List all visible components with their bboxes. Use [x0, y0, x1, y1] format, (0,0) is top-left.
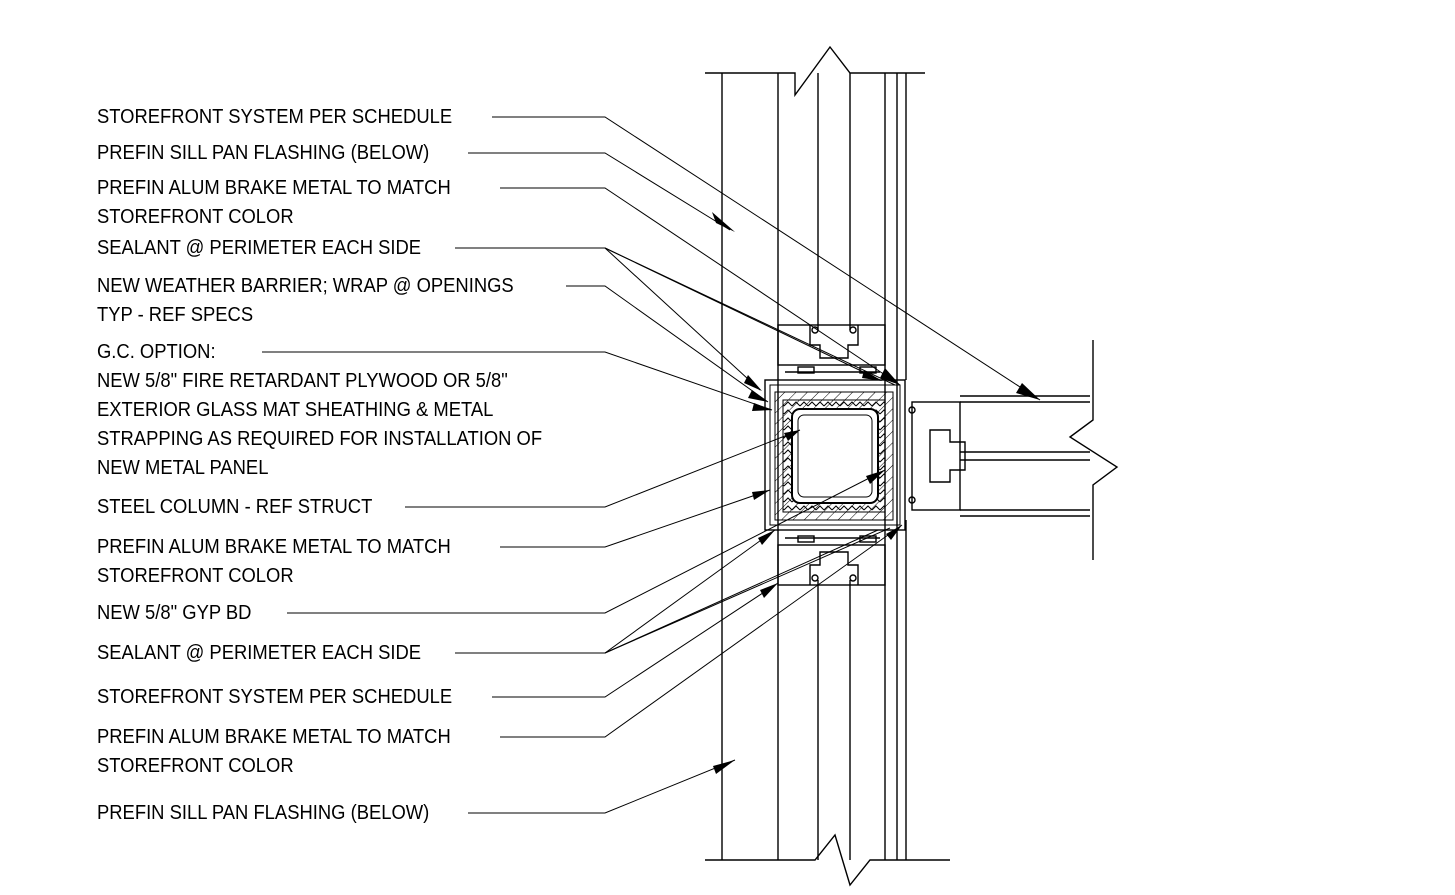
note-gc-option: G.C. OPTION: NEW 5/8" FIRE RETARDANT PLY…	[97, 338, 542, 483]
note-line: PREFIN SILL PAN FLASHING (BELOW)	[97, 142, 430, 164]
note-line: EXTERIOR GLASS MAT SHEATHING & METAL	[97, 399, 494, 421]
note-sill-pan-flashing-upper: PREFIN SILL PAN FLASHING (BELOW)	[97, 139, 429, 168]
note-line: STOREFRONT COLOR	[97, 206, 294, 228]
note-line: PREFIN ALUM BRAKE METAL TO MATCH	[97, 177, 451, 199]
note-line: NEW 5/8" FIRE RETARDANT PLYWOOD OR 5/8"	[97, 370, 508, 392]
note-line: NEW METAL PANEL	[97, 457, 269, 479]
note-sill-pan-flashing-lower: PREFIN SILL PAN FLASHING (BELOW)	[97, 799, 429, 828]
note-line: STOREFRONT SYSTEM PER SCHEDULE	[97, 106, 453, 128]
note-brake-metal-lower: PREFIN ALUM BRAKE METAL TO MATCH STOREFR…	[97, 723, 451, 781]
leader-arrowheads	[712, 212, 1040, 774]
note-line: NEW WEATHER BARRIER; WRAP @ OPENINGS	[97, 275, 514, 297]
note-line: STRAPPING AS REQUIRED FOR INSTALLATION O…	[97, 428, 543, 450]
note-weather-barrier: NEW WEATHER BARRIER; WRAP @ OPENINGS TYP…	[97, 272, 514, 330]
note-line: PREFIN SILL PAN FLASHING (BELOW)	[97, 802, 430, 824]
note-line: STOREFRONT SYSTEM PER SCHEDULE	[97, 686, 453, 708]
note-line: SEALANT @ PERIMETER EACH SIDE	[97, 642, 422, 664]
note-brake-metal-upper: PREFIN ALUM BRAKE METAL TO MATCH STOREFR…	[97, 174, 451, 232]
note-line: TYP - REF SPECS	[97, 304, 254, 326]
note-brake-metal-middle: PREFIN ALUM BRAKE METAL TO MATCH STOREFR…	[97, 533, 451, 591]
note-line: STEEL COLUMN - REF STRUCT	[97, 496, 373, 518]
leader-lines	[262, 116, 1041, 814]
note-line: PREFIN ALUM BRAKE METAL TO MATCH	[97, 726, 451, 748]
note-line: G.C. OPTION:	[97, 341, 216, 363]
note-steel-column: STEEL COLUMN - REF STRUCT	[97, 493, 372, 522]
note-storefront-system-lower: STOREFRONT SYSTEM PER SCHEDULE	[97, 683, 452, 712]
steel-column-assembly	[764, 379, 906, 531]
storefront-frame-side	[908, 340, 1119, 560]
storefront-frame-upper	[777, 324, 886, 374]
note-storefront-system-upper: STOREFRONT SYSTEM PER SCHEDULE	[97, 103, 452, 132]
note-line: NEW 5/8" GYP BD	[97, 602, 252, 624]
note-line: STOREFRONT COLOR	[97, 755, 294, 777]
note-line: SEALANT @ PERIMETER EACH SIDE	[97, 237, 422, 259]
note-gyp-board: NEW 5/8" GYP BD	[97, 599, 251, 628]
storefront-frame-lower	[777, 535, 886, 586]
note-sealant-upper: SEALANT @ PERIMETER EACH SIDE	[97, 234, 421, 263]
note-line: PREFIN ALUM BRAKE METAL TO MATCH	[97, 536, 451, 558]
note-sealant-lower: SEALANT @ PERIMETER EACH SIDE	[97, 639, 421, 668]
note-line: STOREFRONT COLOR	[97, 565, 294, 587]
